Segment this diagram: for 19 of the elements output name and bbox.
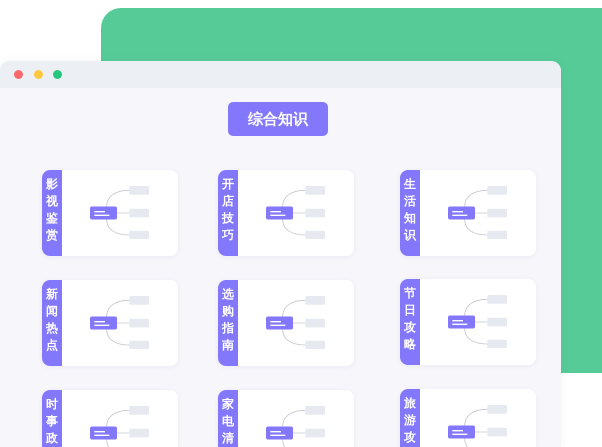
- label-strip: 家电清: [218, 390, 238, 447]
- topic-card: [400, 279, 536, 365]
- topic-card: [218, 170, 354, 256]
- label-strip: 影视鉴赏: [42, 170, 62, 256]
- label-strip: 旅游攻: [400, 389, 420, 447]
- topic-card: [400, 170, 536, 256]
- topic-card: [42, 170, 178, 256]
- label-strip: 开店技巧: [218, 170, 238, 256]
- label-strip: 新闻热点: [42, 280, 62, 366]
- label-strip: 选购指南: [218, 280, 238, 366]
- topic-card: [218, 280, 354, 366]
- topic-card: [42, 280, 178, 366]
- topic-card: [400, 389, 536, 447]
- label-strip: 节日攻略: [400, 279, 420, 365]
- label-strip: 生活知识: [400, 170, 420, 256]
- title-box: 综合知识: [228, 102, 328, 136]
- label-strip: 时事政: [42, 390, 62, 447]
- topic-card: [42, 390, 178, 447]
- topic-card: [218, 390, 354, 447]
